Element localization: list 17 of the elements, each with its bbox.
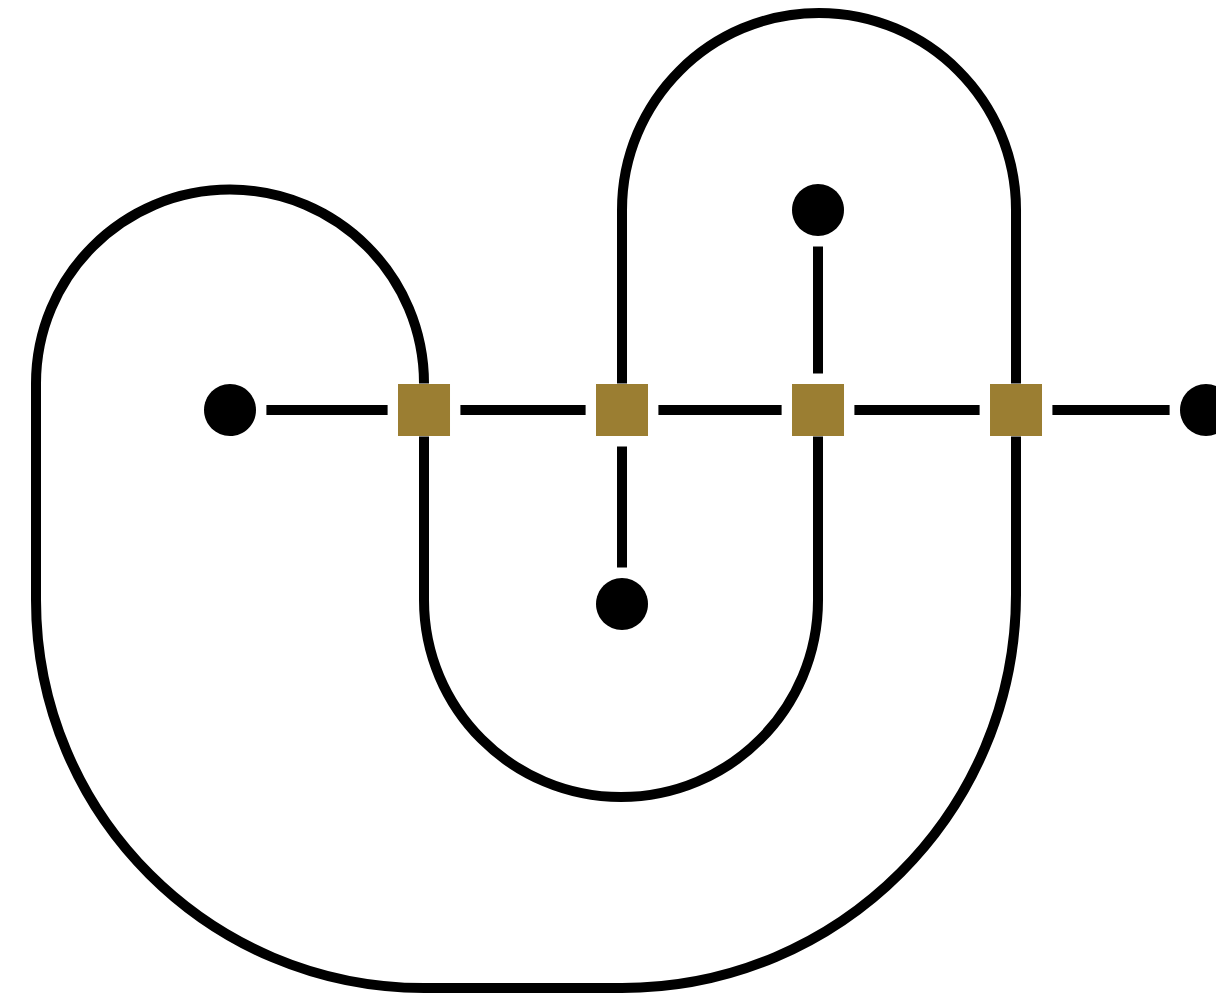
node-dot [204, 384, 256, 436]
connector-line [813, 246, 823, 374]
connector-line [854, 405, 980, 415]
square-marker [398, 384, 450, 436]
connector-line [658, 405, 782, 415]
curve-line [31, 184, 1021, 993]
connector-line [617, 446, 627, 568]
connector-line [1052, 405, 1170, 415]
curve-line [419, 436, 823, 802]
square-marker [792, 384, 844, 436]
node-dot [596, 578, 648, 630]
square-marker [990, 384, 1042, 436]
curve-line [617, 8, 1021, 384]
connector-line [266, 405, 388, 415]
connector-line [460, 405, 586, 415]
square-marker [596, 384, 648, 436]
node-dot [792, 184, 844, 236]
